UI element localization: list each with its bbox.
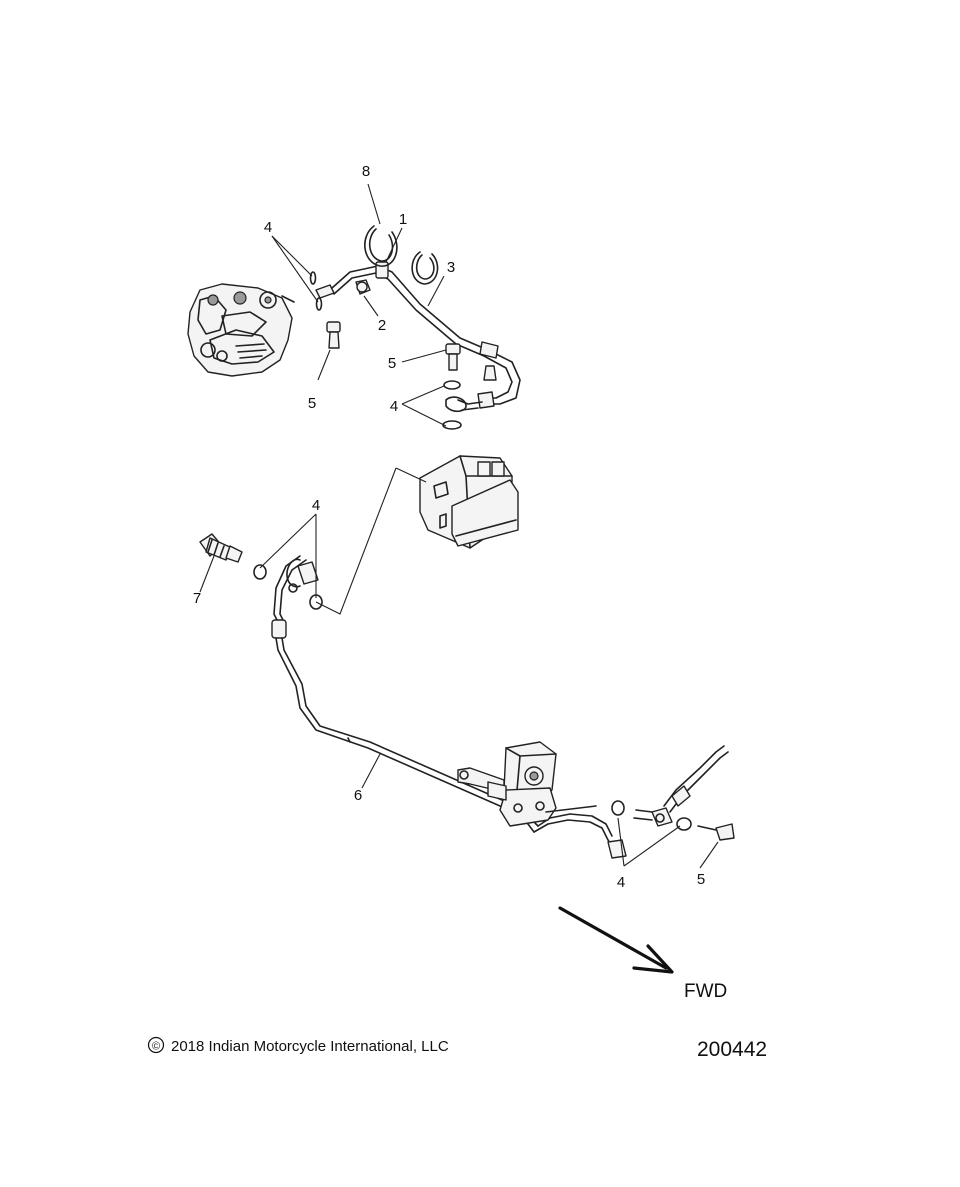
callout-5-lower-right: 5 [697,871,705,888]
callout-4-lower-left: 4 [312,497,320,514]
callout-4-lower-right: 4 [617,874,625,891]
abs-module [419,455,519,549]
brake-line-lower [271,555,627,859]
callout-5-upper-right: 5 [388,355,396,372]
forward-arrow [558,906,674,974]
direction-label: FWD [684,981,727,1002]
banjo-bolt-upper-right [442,343,497,430]
washers-upper-left [309,271,323,311]
copyright-symbol: © [152,1041,160,1053]
callout-2: 2 [378,317,386,334]
callout-1: 1 [399,211,407,228]
banjo-bolt-upper-left [326,321,341,349]
hose-clamps [364,225,439,285]
document-number: 200442 [697,1038,767,1061]
master-cylinder [457,741,597,827]
callout-3: 3 [447,259,455,276]
bolt-2 [355,279,371,295]
callout-8: 8 [362,163,370,180]
callout-4-upper-right: 4 [390,398,398,415]
copyright-text: 2018 Indian Motorcycle International, LL… [171,1038,449,1055]
callout-7: 7 [193,590,201,607]
fitting-lower-right [611,745,735,841]
fitting-7 [199,533,243,563]
callout-6: 6 [354,787,362,804]
leader-lines [199,183,719,869]
callout-4-upper-left: 4 [264,219,272,236]
callout-5-upper-left: 5 [308,395,316,412]
copyright-notice: © 2018 Indian Motorcycle International, … [147,1036,449,1055]
brake-line-upper [315,261,521,411]
brake-caliper [187,283,295,377]
